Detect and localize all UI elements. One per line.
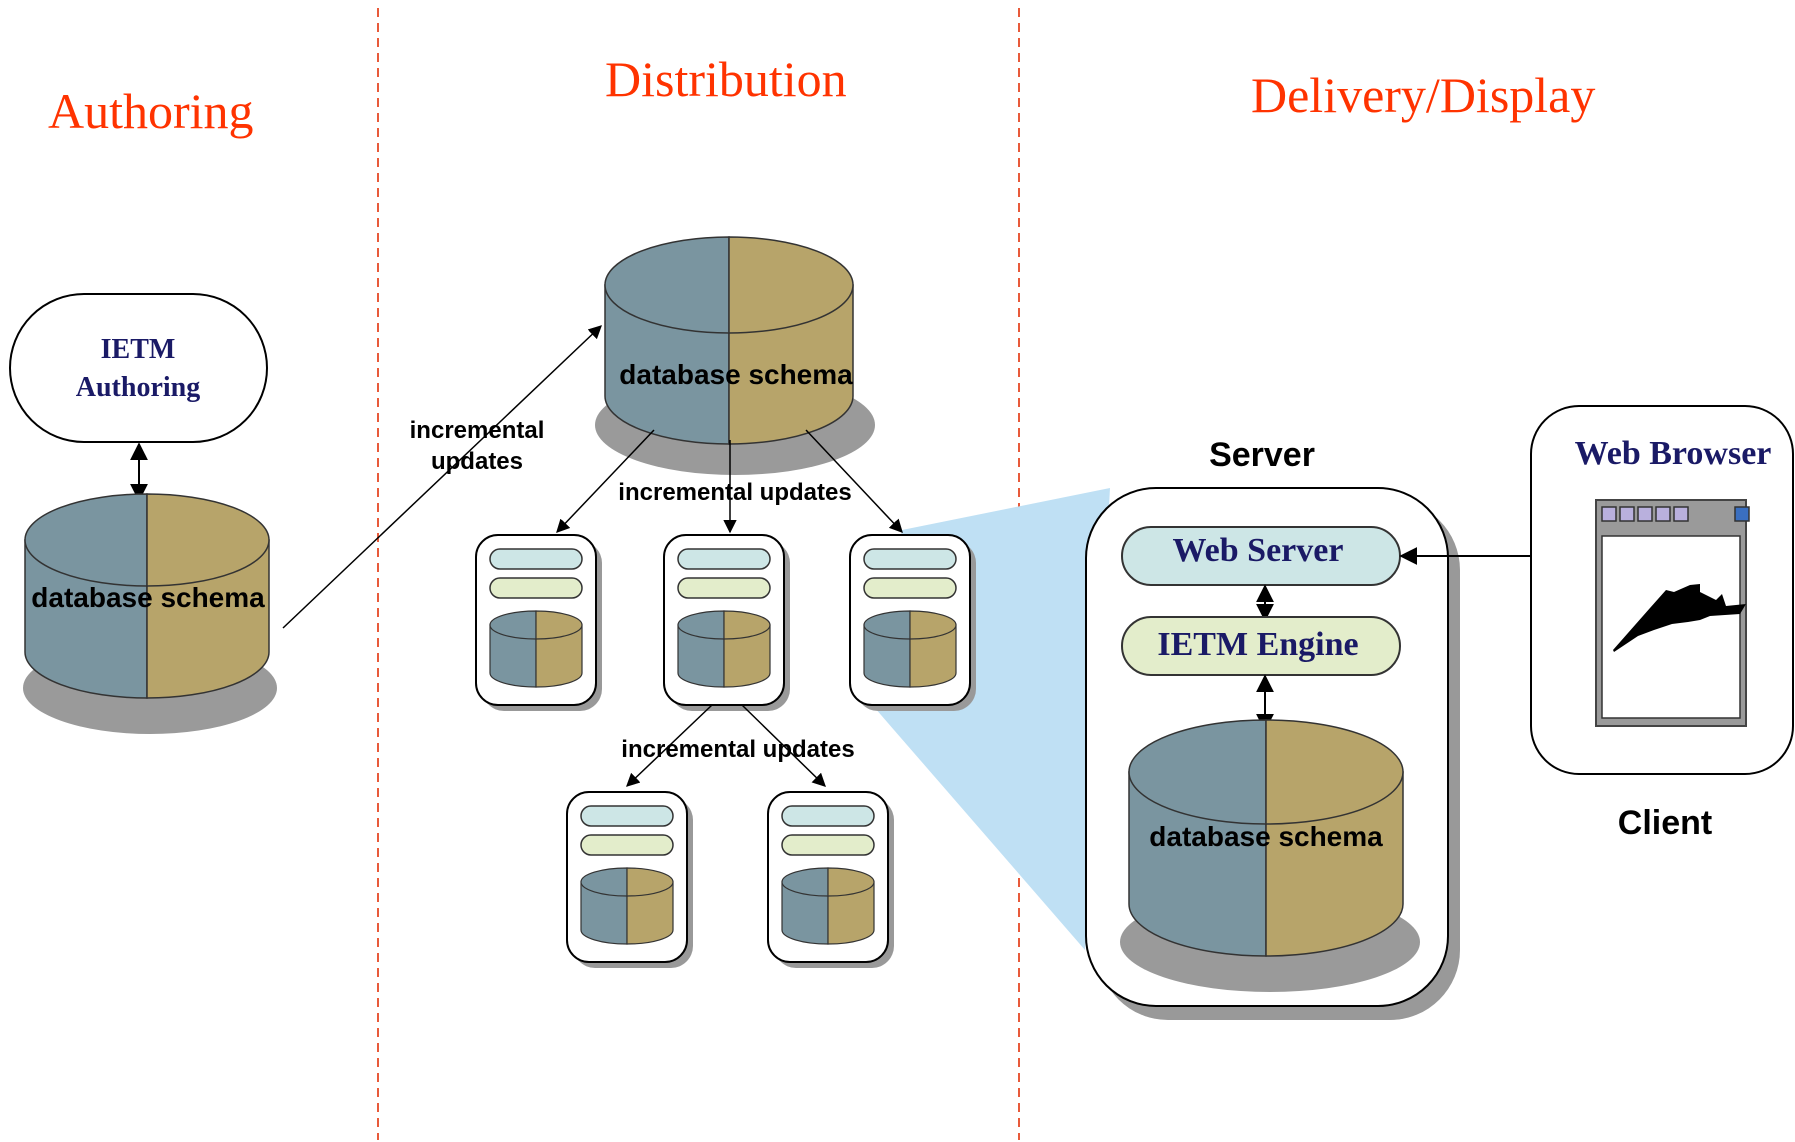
authoring-tool-label-1: IETM bbox=[101, 334, 176, 365]
distribution-node-3 bbox=[849, 534, 976, 711]
fighter-jet-icon bbox=[1613, 584, 1746, 652]
dist-arrow-3 bbox=[805, 429, 903, 533]
delivery-database bbox=[1120, 719, 1420, 992]
distribution-node-5 bbox=[767, 791, 894, 968]
authoring-to-distribution-arrow bbox=[282, 325, 602, 629]
distribution-main-database bbox=[595, 236, 875, 475]
incremental-updates-label-top: incremental updates bbox=[618, 479, 851, 506]
client-title: Client bbox=[1618, 804, 1712, 842]
dist-arrow-5 bbox=[741, 704, 826, 787]
distribution-node-2 bbox=[663, 534, 790, 711]
ietm-engine-label: IETM Engine bbox=[1157, 626, 1358, 663]
distribution-node-1 bbox=[475, 534, 602, 711]
distribution-node-4 bbox=[566, 791, 693, 968]
authoring-tool: IETM Authoring bbox=[9, 293, 268, 443]
incremental-updates-label-bottom: incremental updates bbox=[621, 736, 854, 763]
distribution-db-label: database schema bbox=[619, 359, 853, 390]
section-title-delivery: Delivery/Display bbox=[1251, 67, 1595, 123]
dist-arrow-1 bbox=[556, 429, 655, 533]
delivery-db-label: database schema bbox=[1149, 821, 1383, 852]
web-browser-title: Web Browser bbox=[1575, 435, 1772, 472]
incremental-updates-label-left-1: incremental bbox=[410, 417, 545, 444]
web-server-label: Web Server bbox=[1173, 532, 1344, 569]
authoring-database bbox=[23, 493, 277, 734]
authoring-tool-label-2: Authoring bbox=[76, 372, 200, 403]
dist-arrow-4 bbox=[626, 704, 713, 787]
incremental-updates-label-left-2: updates bbox=[431, 448, 523, 475]
server-title: Server bbox=[1209, 436, 1315, 474]
section-title-authoring: Authoring bbox=[48, 83, 254, 139]
section-title-distribution: Distribution bbox=[605, 51, 847, 107]
authoring-db-label: database schema bbox=[31, 582, 265, 613]
